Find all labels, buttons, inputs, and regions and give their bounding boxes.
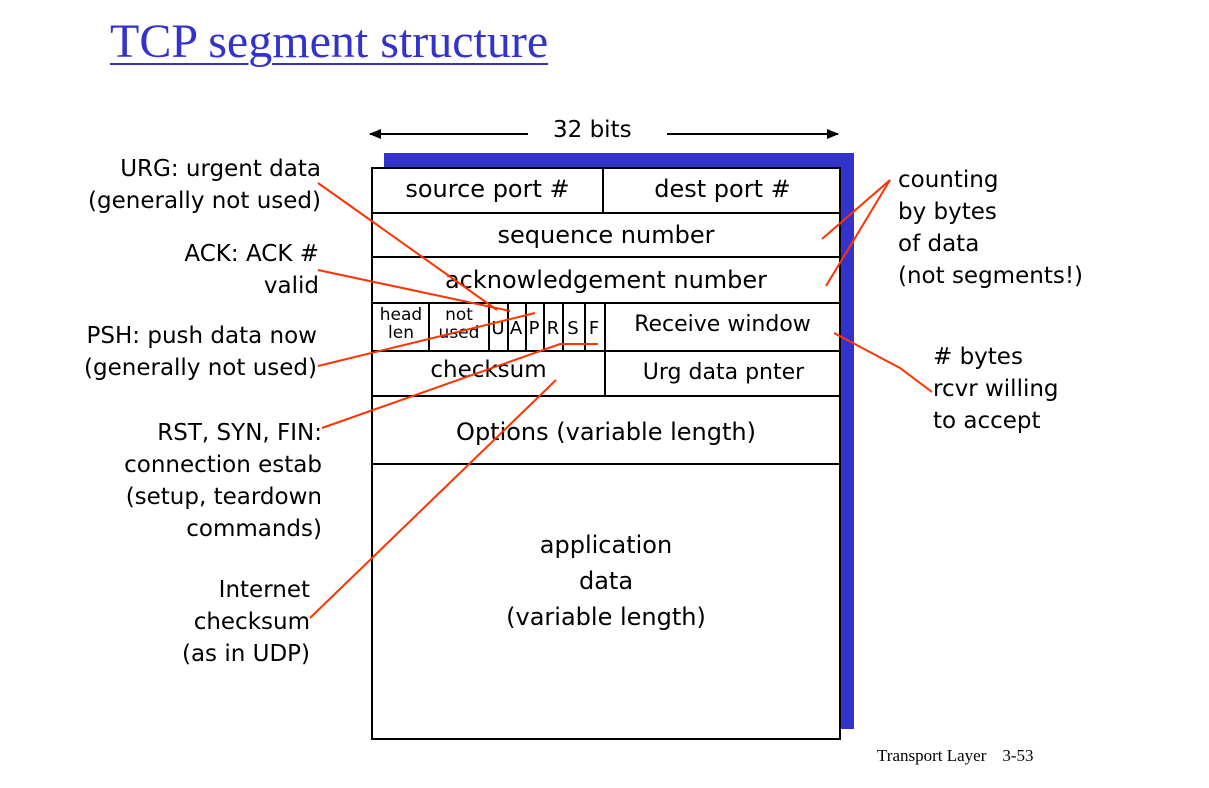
head-len-field: head len [374, 306, 428, 342]
counting-line2: by bytes [898, 199, 997, 225]
flag-ack: A [509, 318, 523, 339]
source-port-field: source port # [405, 175, 570, 203]
urg-pointer [317, 182, 498, 311]
column-divider [562, 302, 564, 350]
psh-line1: PSH: push data now [86, 323, 317, 349]
receive-window-field: Receive window [634, 312, 811, 337]
ack-pointer [317, 269, 511, 312]
row-divider [371, 302, 841, 304]
urgent-pointer-field: Urg data pnter [642, 360, 805, 385]
column-divider [604, 350, 606, 395]
checksum-line2: checksum [193, 609, 310, 635]
row-divider [371, 256, 841, 258]
row-divider [371, 350, 841, 352]
flag-rst: R [546, 318, 560, 339]
rst-line1: RST, SYN, FIN: [157, 420, 322, 446]
width-label: 32 bits [553, 117, 632, 143]
rcvr-line3: to accept [933, 408, 1041, 434]
checksum-line3: (as in UDP) [181, 641, 310, 667]
urg-line1: URG: urgent data [120, 156, 321, 182]
counting-line4: (not segments!) [898, 263, 1084, 289]
column-divider [507, 302, 509, 350]
column-divider [525, 302, 527, 350]
urg-annotation: URG: urgent data (generally not used) [88, 153, 321, 217]
rst-line3: (setup, teardown [125, 484, 322, 510]
ack-line1: ACK: ACK # [184, 241, 319, 267]
rst-syn-fin-pointer [321, 343, 598, 429]
flag-psh: P [528, 318, 540, 339]
row-divider [371, 212, 841, 214]
rst-line4: commands) [186, 516, 322, 542]
column-divider [602, 169, 604, 212]
counting-line3: of data [898, 231, 980, 257]
data-line3: (variable length) [506, 603, 706, 631]
checksum-annotation: Internet checksum (as in UDP) [182, 574, 310, 670]
ack-number-field: acknowledgement number [444, 266, 768, 294]
column-divider [584, 302, 586, 350]
column-divider [488, 302, 490, 350]
row-divider [371, 463, 841, 465]
segment-box [371, 167, 841, 740]
rcvr-annotation: # bytes rcvr willing to accept [933, 341, 1059, 437]
slide-footer: Transport Layer 3-53 [877, 746, 1034, 766]
rst-syn-fin-annotation: RST, SYN, FIN: connection estab (setup, … [124, 417, 322, 545]
ack-annotation: ACK: ACK # valid [184, 238, 319, 302]
urg-line2: (generally not used) [88, 188, 321, 214]
rst-line2: connection estab [124, 452, 322, 478]
rcvr-pointer [833, 332, 933, 393]
data-line2: data [578, 567, 634, 595]
sequence-number-field: sequence number [497, 221, 715, 249]
data-line1: application [539, 531, 673, 559]
counting-pointer-seq [821, 179, 891, 240]
head-len-line2: len [388, 323, 414, 343]
counting-annotation: counting by bytes of data (not segments!… [898, 164, 1083, 292]
application-data-field: application data (variable length) [373, 527, 839, 635]
checksum-line1: Internet [218, 577, 310, 603]
options-field: Options (variable length) [456, 418, 756, 446]
counting-pointer-ack [825, 179, 891, 287]
column-divider [428, 302, 430, 350]
rcvr-line1: # bytes [933, 344, 1023, 370]
psh-annotation: PSH: push data now (generally not used) [84, 320, 317, 384]
row-divider [371, 395, 841, 397]
counting-line1: counting [898, 167, 999, 193]
dest-port-field: dest port # [654, 175, 791, 203]
flag-syn: S [567, 318, 579, 339]
footer-page-number: 3-53 [1002, 746, 1034, 765]
psh-pointer [317, 312, 536, 367]
rcvr-line2: rcvr willing [933, 376, 1059, 402]
ack-line2: valid [263, 273, 319, 299]
column-divider [604, 302, 606, 350]
checksum-pointer [309, 379, 557, 619]
column-divider [543, 302, 545, 350]
head-len-line1: head [379, 305, 423, 325]
slide-title: TCP segment structure [110, 15, 549, 68]
footer-section: Transport Layer [877, 746, 987, 765]
flag-fin: F [588, 318, 600, 339]
not-used-line1: not [445, 305, 473, 325]
psh-line2: (generally not used) [84, 355, 317, 381]
